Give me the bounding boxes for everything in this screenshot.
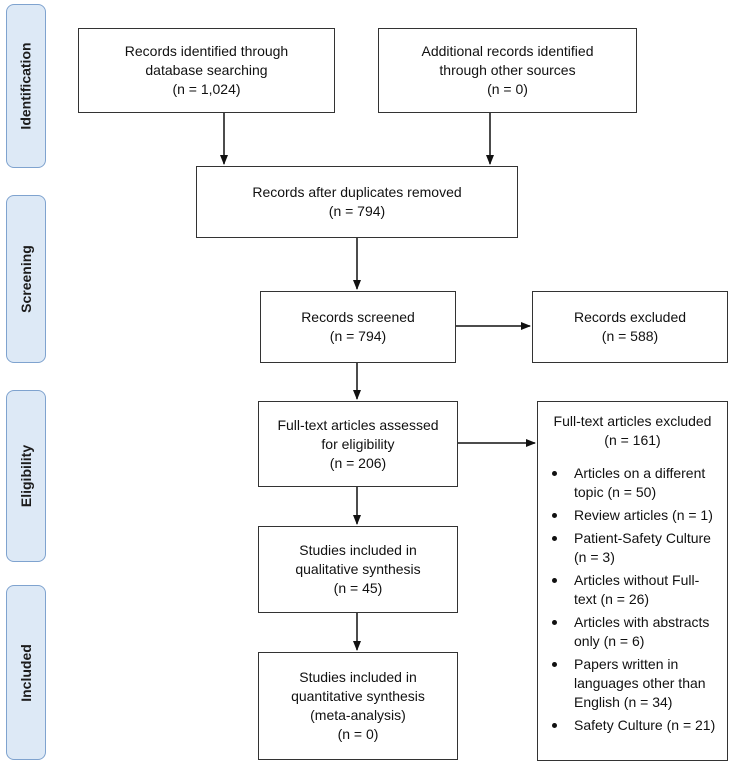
exclusion-reason: Articles with abstracts only (n = 6) [538,613,727,651]
exclusion-reason: Safety Culture (n = 21) [538,716,727,735]
box-line: Additional records identified [421,43,594,59]
box-count: (n = 0) [337,726,379,742]
excluded-title: Full-text articles excluded [553,413,712,429]
box-fulltext-excluded: Full-text articles excluded (n = 161) Ar… [537,401,728,761]
box-count: (n = 794) [328,203,386,219]
box-records-after-duplicates: Records after duplicates removed (n = 79… [196,166,518,238]
box-line: Studies included in [299,669,417,685]
stage-included: Included [6,585,46,760]
exclusion-reason: Papers written in languages other than E… [538,655,727,712]
box-count: (n = 45) [333,580,383,596]
exclusion-reason: Articles without Full-text (n = 26) [538,571,727,609]
stage-eligibility: Eligibility [6,390,46,562]
excluded-header: Full-text articles excluded (n = 161) [538,412,727,450]
box-count: (n = 206) [329,454,387,471]
box-count: (n = 1,024) [172,81,241,97]
box-qualitative-synthesis: Studies included in qualitative synthesi… [258,526,458,613]
box-line: Records identified through [124,43,289,59]
box-fulltext-assessed: Full-text articles assessed for eligibil… [258,401,458,487]
box-line: Records screened [301,309,415,325]
box-line: qualitative synthesis [295,561,421,577]
box-line: (meta-analysis) [310,707,406,723]
stage-screening: Screening [6,195,46,363]
box-line: Records after duplicates removed [252,184,462,200]
box-line: quantitative synthesis [291,688,425,704]
exclusion-reasons-list: Articles on a different topic (n = 50) R… [538,464,727,735]
box-records-excluded: Records excluded (n = 588) [532,291,728,363]
box-records-identified-database: Records identified through database sear… [78,28,335,113]
exclusion-reason: Review articles (n = 1) [538,506,727,525]
exclusion-reason: Articles on a different topic (n = 50) [538,464,727,502]
box-line: Studies included in [299,542,417,558]
box-line: Full-text articles assessed [277,416,439,433]
box-additional-records: Additional records identified through ot… [378,28,637,113]
box-records-screened: Records screened (n = 794) [260,291,456,363]
box-line: for eligibility [321,435,395,452]
exclusion-reason: Patient-Safety Culture (n = 3) [538,529,727,567]
stage-identification: Identification [6,4,46,168]
box-quantitative-synthesis: Studies included in quantitative synthes… [258,652,458,760]
box-count: (n = 0) [487,81,528,97]
box-line: through other sources [439,62,576,78]
box-line: database searching [145,62,268,78]
excluded-count: (n = 161) [604,432,661,448]
box-count: (n = 588) [601,328,659,344]
box-line: Records excluded [573,309,687,325]
box-count: (n = 794) [329,328,387,344]
